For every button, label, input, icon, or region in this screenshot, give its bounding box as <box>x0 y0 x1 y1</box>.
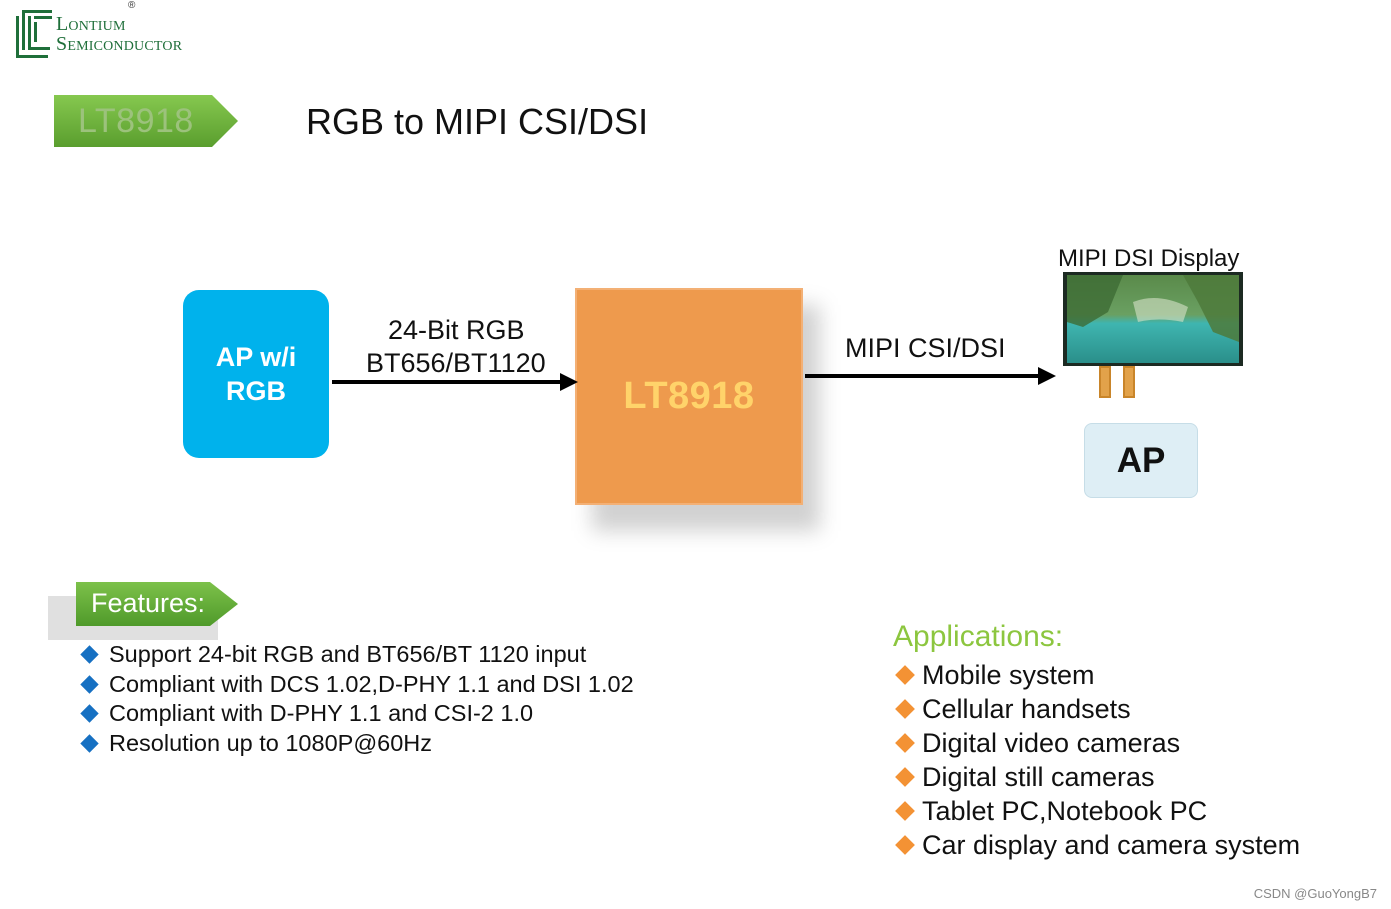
application-text: Cellular handsets <box>922 693 1131 724</box>
feature-item: Resolution up to 1080P@60Hz <box>80 729 634 759</box>
diamond-bullet-icon <box>895 665 915 685</box>
lontium-logo-mark <box>16 10 52 58</box>
input-label-line2: BT656/BT1120 <box>366 348 546 378</box>
diamond-bullet-icon <box>895 835 915 855</box>
feature-item: Compliant with DCS 1.02,D-PHY 1.1 and DS… <box>80 670 634 700</box>
diamond-bullet-icon <box>80 675 99 694</box>
application-item: Car display and camera system <box>895 828 1300 862</box>
mipi-display-image <box>1063 272 1243 398</box>
input-label-line1: 24-Bit RGB <box>388 315 525 345</box>
features-heading: Features: <box>91 588 206 618</box>
source-ap-line2: RGB <box>226 376 286 406</box>
application-item: Mobile system <box>895 658 1300 692</box>
company-name-line1: Lontium <box>56 13 126 35</box>
part-tag-label: LT8918 <box>78 102 194 140</box>
company-name-line2: Semiconductor <box>56 33 183 55</box>
application-item: Digital still cameras <box>895 760 1300 794</box>
diamond-bullet-icon <box>895 699 915 719</box>
chip-block: LT8918 <box>575 288 803 505</box>
application-text: Digital video cameras <box>922 727 1181 758</box>
application-item: Tablet PC,Notebook PC <box>895 794 1300 828</box>
registered-mark: ® <box>128 0 136 11</box>
applications-list: Mobile system Cellular handsets Digital … <box>895 658 1300 862</box>
features-tag-shape <box>48 582 238 640</box>
chip-label: LT8918 <box>623 375 755 417</box>
diamond-bullet-icon <box>80 704 99 723</box>
company-name: Lontium Semiconductor <box>56 14 182 54</box>
features-list: Support 24-bit RGB and BT656/BT 1120 inp… <box>80 640 634 758</box>
diamond-bullet-icon <box>895 767 915 787</box>
applications-heading: Applications: <box>893 620 1064 653</box>
output-arrow <box>805 367 1056 385</box>
feature-text: Support 24-bit RGB and BT656/BT 1120 inp… <box>109 641 587 668</box>
diamond-bullet-icon <box>895 801 915 821</box>
application-text: Car display and camera system <box>922 829 1301 860</box>
feature-item: Support 24-bit RGB and BT656/BT 1120 inp… <box>80 640 634 670</box>
feature-item: Compliant with D-PHY 1.1 and CSI-2 1.0 <box>80 699 634 729</box>
display-label: MIPI DSI Display <box>1058 245 1240 272</box>
sink-ap-block: AP <box>1084 423 1198 498</box>
diamond-bullet-icon <box>80 734 99 753</box>
application-item: Digital video cameras <box>895 726 1300 760</box>
source-ap-line1: AP w/i <box>215 342 297 372</box>
watermark: CSDN @GuoYongB7 <box>1253 886 1377 901</box>
page-title: RGB to MIPI CSI/DSI <box>306 101 649 142</box>
application-item: Cellular handsets <box>895 692 1300 726</box>
output-label: MIPI CSI/DSI <box>845 333 1006 363</box>
part-tag-arrow-shape <box>54 95 238 147</box>
application-text: Digital still cameras <box>922 761 1155 792</box>
diamond-bullet-icon <box>895 733 915 753</box>
application-text: Tablet PC,Notebook PC <box>922 795 1208 826</box>
feature-text: Compliant with D-PHY 1.1 and CSI-2 1.0 <box>109 700 534 727</box>
source-ap-block: AP w/i RGB <box>183 290 329 458</box>
diamond-bullet-icon <box>80 645 99 664</box>
feature-text: Resolution up to 1080P@60Hz <box>109 729 433 756</box>
application-text: Mobile system <box>922 659 1095 690</box>
feature-text: Compliant with DCS 1.02,D-PHY 1.1 and DS… <box>109 670 634 697</box>
